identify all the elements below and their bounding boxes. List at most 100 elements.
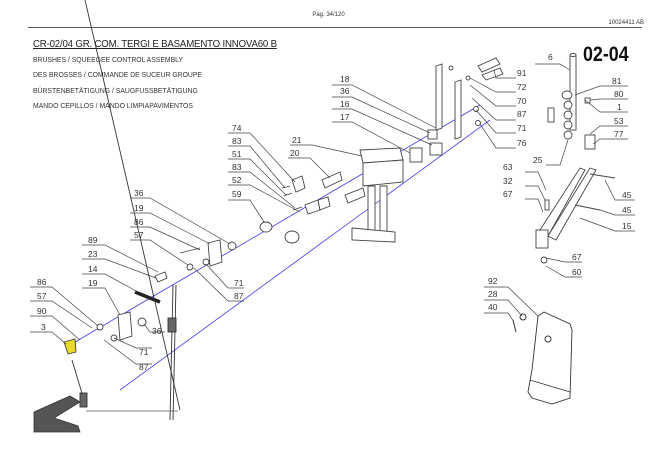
frame-rail-inner: [547, 167, 597, 241]
callout-25: 25: [533, 155, 543, 165]
callout-labels: 18 36 16 17 91 72 70 87 71 76 6 81 80 1 …: [37, 52, 632, 372]
callout-15: 15: [622, 221, 632, 231]
pin-83a: [281, 185, 291, 189]
callout-72: 72: [517, 82, 527, 92]
pin-51: [283, 192, 293, 197]
callout-36-pedal: 36: [152, 326, 162, 336]
bearing-59b: [284, 230, 300, 244]
callout-40: 40: [488, 302, 498, 312]
subtitle-fr: DES BROSSES / COMMANDE DE SUCEUR GROUPE: [33, 70, 202, 79]
washer-67-bottom: [540, 256, 548, 264]
callout-36-lever: 36: [134, 188, 144, 198]
lever-group: [154, 239, 237, 283]
lever-plate-19: [207, 239, 223, 267]
control-rod-inner: [172, 284, 177, 421]
control-rod: [169, 284, 174, 421]
washer-upper: [448, 65, 454, 71]
callout-3: 3: [41, 322, 46, 332]
pivot-74: [291, 175, 306, 193]
chain-link-81: [561, 90, 573, 100]
callout-45-upper: 45: [622, 190, 632, 200]
document-number: 10024411 AB: [608, 20, 644, 26]
callout-59: 59: [232, 189, 242, 199]
callout-71-lever: 71: [234, 278, 244, 288]
spring-14: [134, 290, 161, 304]
callout-83a: 83: [232, 136, 242, 146]
callout-21: 21: [292, 135, 302, 145]
bushing-17: [409, 147, 423, 163]
callout-6: 6: [548, 52, 553, 62]
callout-71-pedal: 71: [139, 347, 149, 357]
callout-28: 28: [488, 289, 498, 299]
callout-17: 17: [340, 112, 350, 122]
bolt-71: [473, 106, 479, 112]
nut-57-lower: [96, 323, 104, 331]
callout-90: 90: [37, 306, 47, 316]
callout-63: 63: [503, 162, 513, 172]
callout-87-lever: 87: [234, 291, 244, 301]
callout-32: 32: [503, 176, 513, 186]
axis-line-upper: [69, 104, 481, 346]
plate-20: [362, 159, 404, 187]
section-code: 02-04: [583, 43, 629, 66]
frame-foot: [535, 229, 549, 249]
callout-83b: 83: [232, 162, 242, 172]
spacer-lower: [344, 187, 366, 204]
pedal-plate: [33, 395, 81, 433]
chain-link: [563, 100, 573, 110]
assembly-axis-lines: [69, 104, 491, 391]
callout-71: 71: [517, 123, 527, 133]
callout-57-lever: 57: [134, 230, 144, 240]
callout-92: 92: [488, 276, 498, 286]
callout-70: 70: [517, 96, 527, 106]
callout-45-lower: 45: [622, 205, 632, 215]
callout-19-spring: 19: [88, 278, 98, 288]
screw-40: [512, 319, 517, 333]
washer-lower: [465, 75, 471, 81]
knob-3: [63, 338, 77, 355]
handle-grip-upper: [477, 57, 501, 73]
pedal-link: [84, 0, 181, 411]
pin-83b: [292, 206, 303, 211]
spring-rod: [71, 0, 181, 421]
lever-arm-left: [435, 63, 443, 131]
axis-line-lower: [119, 119, 491, 391]
callout-81: 81: [612, 76, 622, 86]
subtitle-en: BRUSHES / SQUEEGEE CONTROL ASSEMBLY: [33, 55, 184, 64]
spacer-20: [321, 171, 343, 189]
callout-1: 1: [617, 102, 622, 112]
header-divider: [28, 27, 642, 28]
leader-lines: [30, 63, 635, 365]
page-number: Pag. 34/120: [312, 12, 345, 18]
bolt-45-lower: [574, 204, 601, 211]
callout-76: 76: [517, 138, 527, 148]
callout-86-pedal: 86: [37, 277, 47, 287]
subtitle-es: MANDO CEPILLOS / MANDO LIMPIAPAVIMENTOS: [33, 101, 193, 110]
bolt-1: [584, 97, 591, 104]
bracket-6-assembly: [547, 53, 596, 150]
callout-80: 80: [614, 89, 624, 99]
diagram-title: CR-02/04 GR. COM. TERGI E BASAMENTO INNO…: [33, 38, 277, 50]
nut-57: [186, 263, 194, 271]
callout-16: 16: [340, 99, 350, 109]
callout-36: 36: [340, 86, 350, 96]
callout-67-bottom: 67: [572, 252, 582, 262]
callout-23: 23: [88, 249, 98, 259]
clamp-77: [584, 134, 596, 150]
bushing-16: [429, 142, 443, 156]
bushing-36: [427, 129, 438, 140]
bolt-76: [475, 120, 481, 126]
chain-link: [563, 110, 573, 120]
lever-arms: [409, 57, 504, 163]
callout-57-pedal: 57: [37, 291, 47, 301]
bolt-45-upper: [589, 173, 616, 179]
clip-52a: [304, 199, 321, 215]
post-top: [569, 53, 577, 57]
lever-plate-19-lower: [117, 311, 133, 341]
chain-link: [563, 120, 573, 130]
callout-77: 77: [614, 129, 624, 139]
subtitle-de: BÜRSTENBETÄTIGUNG / SAUGFUSSBETÄTIGUNG: [33, 86, 198, 95]
connector-23: [154, 271, 168, 283]
callout-18: 18: [340, 74, 350, 84]
